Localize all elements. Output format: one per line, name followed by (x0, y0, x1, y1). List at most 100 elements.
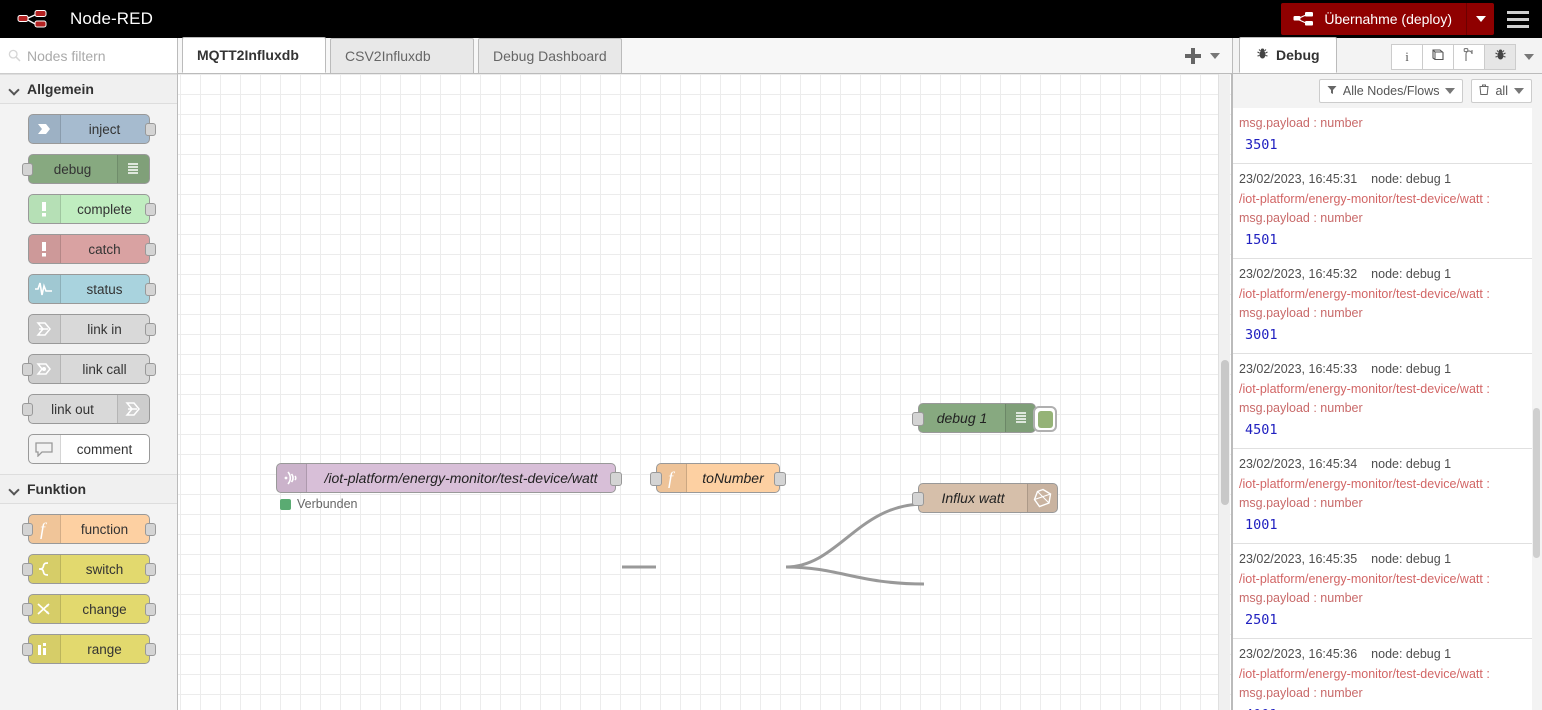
debug-scrollbar[interactable] (1532, 108, 1541, 710)
palette-node-link-call[interactable]: link call (21, 354, 156, 384)
node-status: Verbunden (280, 497, 357, 511)
debug-message-value: 4501 (1245, 421, 1278, 438)
debug-message-value: 1001 (1245, 516, 1278, 533)
node-output-port[interactable] (144, 603, 156, 616)
app-header: Node-RED Übernahme (deploy) (0, 0, 1542, 38)
palette-category-label: Funktion (27, 481, 87, 497)
node-output-port[interactable] (144, 523, 156, 536)
palette-node-list: inject debug complete catch status link in lin… (0, 104, 177, 464)
deploy-options-button[interactable] (1466, 3, 1494, 35)
inject-arrow-icon (28, 115, 61, 143)
debug-filter-select[interactable]: Alle Nodes/Flows (1318, 79, 1464, 103)
tab-debug[interactable]: Debug (1239, 37, 1337, 73)
header-actions: Übernahme (deploy) (1281, 0, 1542, 38)
node-input-port[interactable] (21, 603, 33, 616)
node-input-port[interactable] (21, 363, 33, 376)
debug-node[interactable]: debug 1 (912, 403, 1057, 433)
workspace-tab-mqtt2influxdb[interactable]: MQTT2Influxdb (182, 37, 326, 73)
flow-canvas[interactable]: /iot-platform/energy-monitor/test-device… (178, 74, 1232, 710)
palette-node-debug[interactable]: debug (21, 154, 150, 184)
workspace-tab-debug-dashboard[interactable]: Debug Dashboard (478, 38, 622, 73)
flow-wires (622, 502, 925, 586)
flow-node-label: debug 1 (936, 410, 988, 426)
scrollbar-thumb[interactable] (1533, 408, 1540, 558)
config-tab-button[interactable] (1453, 44, 1485, 70)
chevron-down-icon (1475, 16, 1486, 22)
node-output-port[interactable] (144, 283, 156, 296)
main-menu-button[interactable] (1494, 0, 1542, 38)
palette-node-range[interactable]: range (21, 634, 156, 664)
palette-node-change[interactable]: change (21, 594, 156, 624)
sidebar-more-chevron-down-icon[interactable] (1524, 54, 1534, 60)
function-f-icon: f (657, 464, 687, 492)
debug-clear-button[interactable]: all (1471, 79, 1532, 103)
debug-message-value: 2501 (1245, 611, 1278, 628)
tab-debug-label: Debug (1276, 47, 1320, 63)
palette-node-complete[interactable]: complete (27, 194, 156, 224)
node-output-port[interactable] (144, 363, 156, 376)
canvas-vertical-scrollbar[interactable] (1218, 74, 1230, 710)
palette-node-inject[interactable]: inject (27, 114, 156, 144)
node-output-port[interactable] (144, 643, 156, 656)
palette-node-link-out[interactable]: link out (21, 394, 150, 424)
node-output-port[interactable] (610, 472, 622, 486)
palette-node-label: link call (82, 361, 127, 377)
palette-category-funktion[interactable]: Funktion (0, 474, 177, 504)
info-icon: i (1405, 49, 1409, 64)
palette-node-switch[interactable]: switch (21, 554, 156, 584)
node-output-port[interactable] (144, 323, 156, 336)
flow-list-chevron-down-icon[interactable] (1210, 53, 1220, 59)
influxdb-node[interactable]: Influx watt (912, 483, 1058, 513)
sidebar-tabbar: Debug i (1233, 37, 1542, 74)
scrollbar-thumb[interactable] (1221, 360, 1229, 505)
palette-node-comment[interactable]: comment (27, 434, 150, 464)
node-input-port[interactable] (21, 163, 33, 176)
search-icon (8, 49, 21, 62)
node-input-port[interactable] (21, 563, 33, 576)
debug-message-value: 4001 (1239, 704, 1524, 710)
node-output-port[interactable] (144, 563, 156, 576)
svg-text:f: f (40, 519, 48, 539)
debug-enable-toggle[interactable] (1033, 406, 1057, 432)
node-input-port[interactable] (21, 523, 33, 536)
node-input-port[interactable] (912, 412, 924, 426)
palette-category-allgemein[interactable]: Allgemein (0, 74, 177, 104)
chevron-down-icon (10, 485, 19, 494)
node-output-port[interactable] (774, 472, 786, 486)
node-output-port[interactable] (144, 123, 156, 136)
palette-node-label: inject (88, 121, 121, 137)
palette-node-catch[interactable]: catch (27, 234, 156, 264)
node-input-port[interactable] (21, 643, 33, 656)
debug-lines-icon (116, 155, 149, 183)
flow-icon (1463, 47, 1475, 67)
palette-search[interactable]: Nodes filtern (0, 38, 177, 74)
node-input-port[interactable] (912, 492, 924, 506)
deploy-button[interactable]: Übernahme (deploy) (1281, 3, 1466, 35)
node-output-port[interactable] (144, 243, 156, 256)
palette-node-link-in[interactable]: link in (27, 314, 156, 344)
tab-actions (1182, 45, 1232, 73)
mqtt-in-node[interactable]: /iot-platform/energy-monitor/test-device… (276, 463, 622, 493)
workspace-tab-csv2influxdb[interactable]: CSV2Influxdb (330, 38, 474, 73)
node-input-port[interactable] (650, 472, 662, 486)
palette-node-status[interactable]: status (27, 274, 156, 304)
palette-node-label: status (86, 281, 123, 297)
debug-tab-button[interactable] (1484, 44, 1516, 70)
node-input-port[interactable] (21, 403, 33, 416)
help-tab-button[interactable] (1422, 44, 1454, 70)
palette-node-label: comment (76, 441, 133, 457)
add-flow-button[interactable] (1182, 45, 1204, 67)
info-tab-button[interactable]: i (1391, 44, 1423, 70)
node-output-port[interactable] (144, 203, 156, 216)
